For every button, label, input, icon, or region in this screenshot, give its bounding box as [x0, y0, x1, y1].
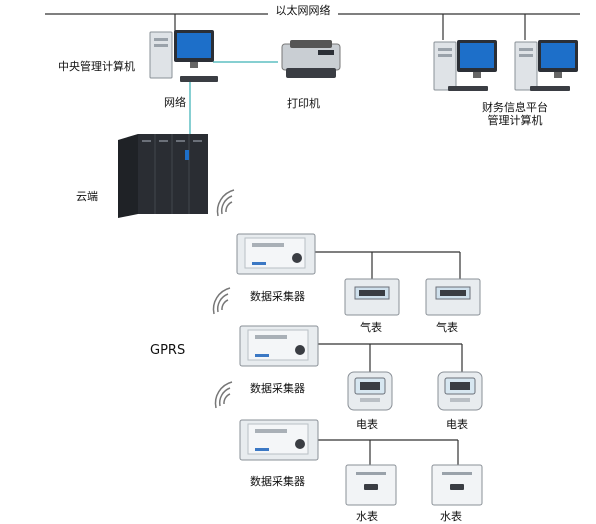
- printer-icon: [281, 40, 341, 78]
- wireless-signal-icon-1: [216, 189, 235, 217]
- electric-meter-label-1: 电表: [356, 418, 378, 431]
- gas-meter-label-2: 气表: [436, 321, 458, 334]
- wireless-signal-icon-2: [212, 287, 231, 315]
- gas-meter-label-1: 气表: [360, 321, 382, 334]
- wireless-signal-icon-3: [214, 381, 233, 409]
- cloud-label: 云端: [76, 190, 98, 203]
- gas-meter-icon-1: [344, 278, 400, 316]
- collector-label-2: 数据采集器: [250, 382, 305, 395]
- water-meter-label-2: 水表: [440, 510, 462, 523]
- central-computer-icon: [149, 30, 218, 82]
- printer-label: 打印机: [287, 97, 320, 110]
- ethernet-label: 以太网网络: [268, 4, 338, 17]
- collector-label-3: 数据采集器: [250, 475, 305, 488]
- gas-meter-icon-2: [425, 278, 481, 316]
- finance-computer-icon-1: [433, 40, 497, 91]
- finance-computer-icon-2: [514, 40, 578, 91]
- collector-label-1: 数据采集器: [250, 290, 305, 303]
- collector-wiring: [314, 251, 463, 465]
- water-meter-label-1: 水表: [356, 510, 378, 523]
- electric-meter-icon-1: [347, 371, 393, 411]
- data-collector-device-1: [236, 233, 316, 275]
- network-links: [189, 61, 278, 142]
- data-collector-device-2: [239, 325, 319, 367]
- electric-meter-icon-2: [437, 371, 483, 411]
- gprs-label: GPRS: [150, 343, 186, 358]
- ethernet-backbone: [45, 13, 580, 40]
- water-meter-icon-2: [431, 464, 483, 506]
- water-meter-icon-1: [345, 464, 397, 506]
- server-rack-icon: [118, 134, 208, 218]
- finance-label-line2: 管理计算机: [487, 114, 543, 127]
- network-label: 网络: [164, 96, 186, 109]
- central-computer-label: 中央管理计算机: [58, 60, 135, 73]
- data-collector-device-3: [239, 419, 319, 461]
- finance-label-line1: 财务信息平台: [482, 101, 548, 114]
- electric-meter-label-2: 电表: [446, 418, 468, 431]
